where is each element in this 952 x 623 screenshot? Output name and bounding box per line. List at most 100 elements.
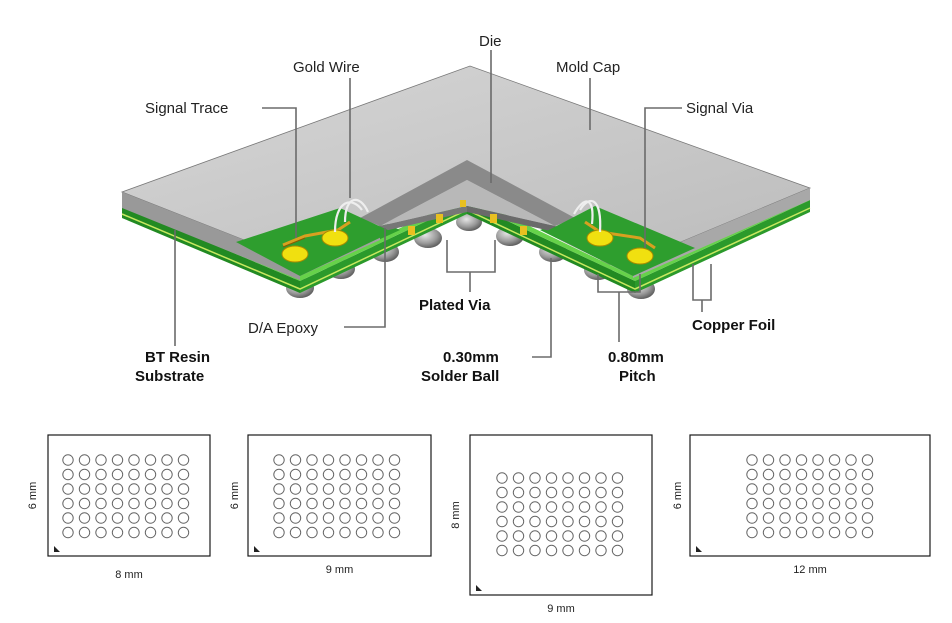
solder-ball — [795, 454, 808, 466]
solder-ball — [512, 515, 525, 528]
solder-ball — [388, 454, 401, 466]
label-mold-cap: Mold Cap — [556, 59, 620, 76]
solder-ball — [322, 483, 335, 495]
solder-ball — [95, 468, 107, 481]
solder-ball — [62, 483, 74, 495]
solder-ball — [355, 497, 368, 510]
solder-ball — [95, 454, 107, 466]
solder-ball — [62, 497, 74, 510]
solder-ball — [762, 497, 775, 510]
solder-ball — [128, 512, 140, 524]
solder-ball — [762, 512, 775, 524]
solder-ball — [372, 512, 384, 524]
solder-ball — [128, 454, 140, 466]
solder-ball — [289, 497, 302, 510]
solder-ball — [578, 501, 591, 513]
solder-ball — [779, 526, 791, 539]
solder-ball — [529, 486, 541, 499]
solder-ball — [762, 526, 775, 539]
solder-ball — [372, 497, 384, 510]
solder-ball — [273, 468, 285, 481]
solder-ball — [144, 454, 157, 466]
package-outline — [689, 434, 931, 557]
solder-ball — [128, 468, 140, 481]
solder-ball — [828, 454, 841, 466]
solder-ball — [177, 468, 190, 481]
solder-ball — [812, 526, 824, 539]
solder-ball — [95, 483, 107, 495]
solder-ball — [812, 512, 824, 524]
solder-ball — [161, 526, 173, 539]
solder-ball — [111, 526, 124, 539]
solder-ball — [289, 483, 302, 495]
solder-ball — [845, 454, 857, 466]
signal-trace-right — [545, 206, 695, 276]
solder-ball — [339, 454, 351, 466]
solder-ball — [795, 512, 808, 524]
package-footprint: 12 mm6 mm — [672, 434, 931, 576]
label-copper-foil: Copper Foil — [692, 317, 775, 334]
solder-ball — [611, 486, 624, 499]
label-bt-resin-1: BT Resin — [145, 349, 210, 366]
solder-ball — [339, 497, 351, 510]
solder-ball — [128, 483, 140, 495]
solder-ball — [144, 483, 157, 495]
solder-ball — [339, 512, 351, 524]
solder-ball — [111, 454, 124, 466]
package-footprint: 9 mm6 mm — [229, 434, 432, 576]
solder-ball — [562, 501, 574, 513]
package-outline — [247, 434, 432, 557]
solder-ball — [746, 468, 758, 481]
solder-ball — [496, 544, 508, 557]
pin1-marker — [54, 546, 60, 552]
solder-ball — [611, 530, 624, 542]
package-outline — [469, 434, 653, 596]
solder-ball — [177, 454, 190, 466]
solder-ball — [355, 454, 368, 466]
solder-ball — [128, 497, 140, 510]
solder-ball — [545, 515, 558, 528]
solder-ball — [273, 497, 285, 510]
label-pitch-1: 0.80mm — [608, 349, 664, 366]
solder-ball — [779, 468, 791, 481]
package-footprint: 8 mm 6 mm — [27, 434, 211, 581]
solder-ball — [95, 497, 107, 510]
solder-ball — [545, 501, 558, 513]
package-height-label: 8 mm — [450, 501, 462, 529]
solder-ball — [828, 497, 841, 510]
solder-ball — [562, 472, 574, 484]
solder-ball — [611, 501, 624, 513]
solder-ball — [861, 454, 874, 466]
solder-ball — [177, 483, 190, 495]
package-height-label: 6 mm — [27, 482, 39, 510]
solder-ball — [595, 486, 607, 499]
solder-ball — [828, 483, 841, 495]
solder-ball — [161, 483, 173, 495]
solder-ball — [273, 512, 285, 524]
solder-ball — [144, 468, 157, 481]
solder-ball — [512, 544, 525, 557]
solder-ball — [611, 544, 624, 557]
solder-ball — [62, 454, 74, 466]
solder-ball — [795, 526, 808, 539]
solder-ball — [496, 515, 508, 528]
solder-ball — [861, 497, 874, 510]
package-width-label: 8 mm — [115, 569, 143, 581]
solder-ball — [388, 526, 401, 539]
solder-ball — [746, 454, 758, 466]
solder-ball — [322, 497, 335, 510]
solder-ball — [578, 515, 591, 528]
package-outline — [47, 434, 211, 557]
solder-ball — [289, 526, 302, 539]
solder-ball — [62, 526, 74, 539]
solder-ball — [177, 497, 190, 510]
solder-ball — [812, 468, 824, 481]
solder-ball — [578, 486, 591, 499]
solder-ball — [62, 512, 74, 524]
die — [360, 160, 575, 232]
solder-ball — [289, 454, 302, 466]
solder-ball — [322, 512, 335, 524]
solder-ball — [355, 468, 368, 481]
label-gold-wire: Gold Wire — [293, 59, 360, 76]
solder-ball — [828, 526, 841, 539]
